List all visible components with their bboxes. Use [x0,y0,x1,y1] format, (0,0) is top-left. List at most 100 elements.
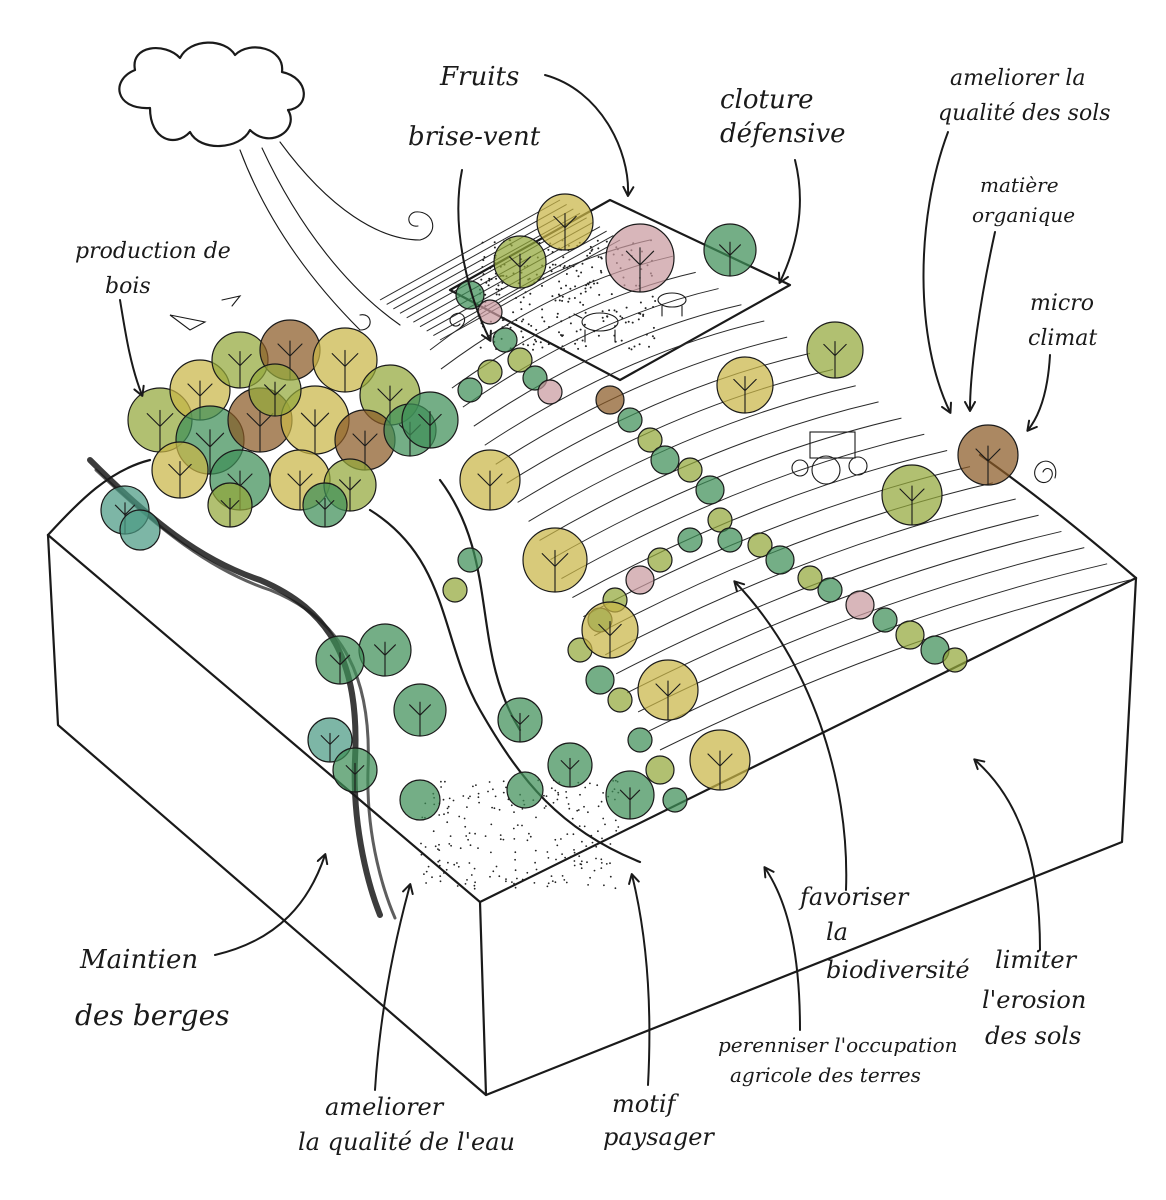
stipple-dot [578,825,581,827]
stipple-dot [625,306,628,309]
stipple-dot [600,862,603,864]
stipple-dot [551,880,554,882]
stipple-dot [467,838,469,841]
stipple-dot [498,293,501,296]
stipple-dot [558,280,561,283]
stipple-dot [586,861,588,864]
stipple-dot [605,863,608,865]
tree-trunk [287,470,313,511]
stipple-dot [543,794,545,797]
stipple-dot [585,845,588,847]
stipple-dot [620,339,623,342]
furrow-line [539,401,879,541]
stipple-dot [535,868,538,871]
label-sols-1: ameliorer la [950,66,1086,91]
stipple-dot [447,811,449,814]
stipple-dot [462,795,465,797]
stipple-dot [458,815,461,818]
tree-canopy [650,445,680,475]
tree-canopy [872,607,898,633]
tree-canopy [942,647,968,673]
tree-trunk [345,762,365,793]
stipple-dot [581,339,584,342]
tree-canopy [707,507,733,533]
stipple-dot [558,331,560,334]
stipple-dot [600,257,603,260]
stipple-dot [555,858,557,861]
trees [100,193,1019,821]
stipple-dot [516,877,518,880]
stipple-dot [595,845,598,848]
stipple-dot [469,795,471,798]
arrow-sols [922,131,953,414]
stipple-dot [563,879,566,881]
stipple-dot [597,334,600,337]
furrow-line [379,199,561,301]
stipple-dot [583,805,585,808]
stipple-dot [528,832,530,835]
stipple-dot [568,807,571,810]
stipple-dot [637,318,640,321]
stipple-dot [520,330,523,333]
stipple-dot [559,264,562,267]
stipple-dot [580,863,583,866]
label-eau-1: ameliorer [325,1093,445,1121]
label-eau-2: la qualité de l'eau [298,1128,515,1156]
stipple-dot [440,786,442,788]
stipple-dot [456,862,458,864]
stipple-dot [466,879,468,881]
stipple-dot [498,808,501,811]
labels: Fruits brise-vent cloture défensive amel… [75,62,1111,1156]
tree-canopy [817,577,843,603]
stipple-dot [482,273,485,276]
tree-canopy [662,787,688,813]
stipple-dot [423,873,425,875]
stipple-dot [490,278,493,281]
tree-trunk [339,476,361,512]
stipple-dot [569,287,572,290]
label-cloture-1: cloture [720,85,814,115]
label-motif-2: paysager [603,1123,715,1151]
stipple-dot [576,809,579,812]
stipple-dot [581,262,584,265]
stipple-dot [499,838,502,841]
stipple-dot [513,811,515,813]
label-motif-1: motif [612,1090,680,1118]
label-cloture-2: défensive [720,119,846,149]
stipple-dot [541,308,544,311]
label-perenniser-1: perenniser l'occupation [718,1033,958,1057]
cloud-icon [118,41,434,331]
stipple-dot [565,284,567,287]
stipple-dot [554,263,557,266]
stipple-dot [601,316,604,319]
stipple-dot [484,835,487,837]
tree-canopy [119,509,161,551]
stipple-dot [591,841,594,844]
stipple-dot [574,285,577,288]
stipple-dot [516,824,519,826]
stipple-dot [519,301,522,304]
stipple-dot [495,865,498,868]
tree-trunk [655,680,681,721]
stipple-dot [448,843,451,845]
stipple-dot [512,311,515,314]
tree-canopy [457,377,483,403]
stipple-dot [483,256,486,258]
arrow-motif [628,873,651,1086]
tree-canopy [399,779,441,821]
stipple-dot [584,311,587,314]
stipple-dot [589,782,591,785]
stipple-dot [524,291,527,294]
stipple-dot [446,821,449,824]
stipple-dot [481,266,484,268]
stipple-dot [534,338,536,341]
tree-trunk [509,253,531,289]
label-erosion-1: limiter [995,946,1078,974]
stipple-dot [565,881,568,884]
stipple-dot [514,858,516,861]
stipple-dot [438,843,440,846]
stipple-dot [645,333,648,336]
furrow-line [462,288,719,408]
tree-canopy [647,547,673,573]
